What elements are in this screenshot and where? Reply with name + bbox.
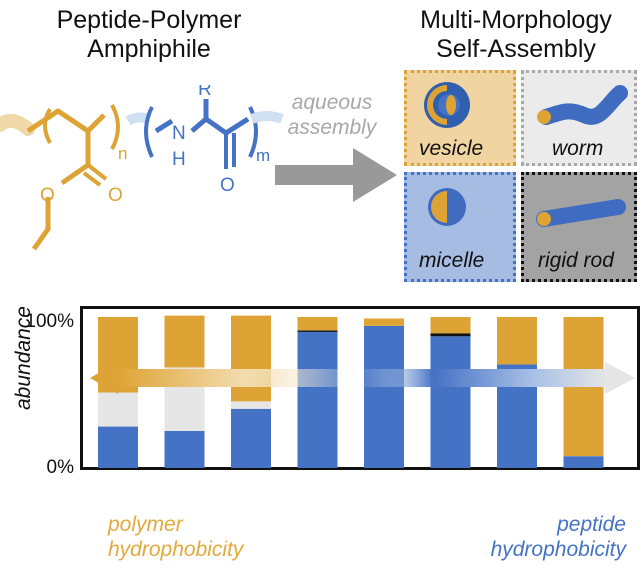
micelle-label: micelle (419, 249, 485, 272)
left-title: Peptide-Polymer Amphiphile (18, 6, 280, 64)
bar-2-micelle (164, 431, 205, 468)
bar-4-rigid-rod (297, 330, 338, 332)
polymer-label: polymer (108, 513, 183, 536)
peptide-carbonyl-oxygen-label: O (220, 175, 235, 196)
bar-5-vesicle (364, 318, 404, 326)
vesicle-icon (424, 82, 470, 128)
polymer-carbonyl-oxygen-label: O (108, 185, 123, 206)
bar-3-micelle (231, 408, 271, 468)
left-title-line1: Peptide-Polymer (56, 6, 242, 34)
bar-3-vesicle (231, 315, 271, 402)
vesicle-label: vesicle (419, 137, 484, 160)
peptide-hydrophobicity-word: hydrophobicity (490, 538, 626, 561)
bar-3-worm (231, 401, 271, 409)
bar-4-vesicle (297, 317, 338, 331)
bar-6-vesicle (430, 317, 471, 334)
polymer-hydrophobicity-label: polymer hydrophobicity (108, 512, 243, 562)
gradient-axis (90, 362, 635, 394)
bar-8-micelle (563, 456, 604, 468)
peptide-repeat-m: m (256, 146, 270, 165)
aqueous-label: aqueous (291, 91, 373, 114)
bar-1-micelle (98, 426, 138, 468)
peptide-label: peptide (557, 513, 626, 536)
micelle-tile: micelle (404, 172, 516, 282)
peptide-polymer-structure: O O n R N H O m (0, 85, 284, 251)
left-title-line2: Amphiphile (87, 35, 211, 63)
aqueous-assembly-label: aqueous assembly (272, 90, 392, 140)
peptide-hydrophobicity-label: peptide hydrophobicity (460, 512, 626, 562)
worm-icon (537, 85, 628, 125)
y-tick-100: 100% (25, 311, 74, 332)
amide-h-label: H (172, 149, 186, 170)
bar-4-micelle (297, 331, 338, 468)
rigid-rod-label: rigid rod (538, 249, 614, 272)
worm-tile: worm (521, 70, 637, 166)
ester-oxygen-label: O (40, 185, 55, 206)
polymer-hydrophobicity-word: hydrophobicity (108, 538, 244, 561)
bar-7-vesicle (497, 317, 537, 365)
bar-5-micelle (364, 325, 404, 468)
y-tick-0: 0% (46, 457, 74, 478)
vesicle-tile: vesicle (404, 70, 516, 166)
worm-label: worm (552, 137, 604, 160)
bar-6-rigid-rod (430, 333, 471, 337)
plot-frame (80, 306, 640, 470)
right-title: Multi-Morphology Self-Assembly (395, 6, 637, 64)
amide-n-label: N (172, 123, 186, 144)
assembly-arrow (275, 148, 397, 202)
assembly-label: assembly (287, 116, 377, 139)
rigid-rod-icon (536, 199, 626, 227)
polymer-repeat-n: n (118, 144, 127, 163)
side-chain-r-label: R (198, 85, 212, 100)
right-title-line2: Self-Assembly (436, 35, 596, 63)
bar-1-worm (98, 392, 138, 427)
bar-2-vesicle (164, 315, 205, 368)
bar-6-micelle (430, 336, 471, 468)
micelle-icon (428, 188, 466, 226)
rigid-rod-tile: rigid rod (521, 172, 637, 282)
right-title-line1: Multi-Morphology (420, 6, 612, 34)
